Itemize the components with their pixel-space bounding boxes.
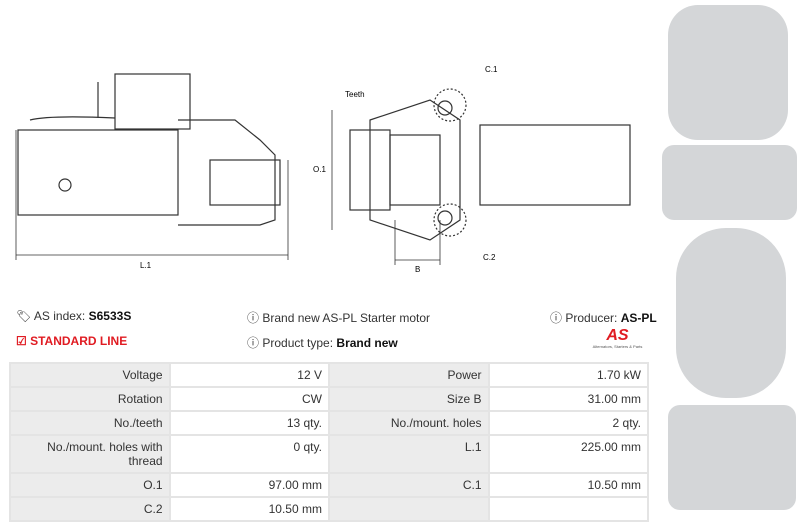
spec-value: 12 V	[168, 362, 330, 388]
l1-label: L.1	[140, 261, 152, 270]
spec-value: 10.50 mm	[168, 496, 330, 522]
spec-label: Power	[327, 362, 490, 388]
c1-label: C.1	[485, 65, 498, 74]
o1-label: O.1	[313, 165, 326, 174]
spec-value: 0 qty.	[168, 434, 330, 474]
spec-label: C.2	[9, 496, 171, 522]
b-label: B	[415, 265, 420, 274]
description: ⓘ Brand new AS-PL Starter motor	[247, 311, 430, 325]
spec-label: No./teeth	[9, 410, 171, 436]
as-index: 🏷 AS index: S6533S	[16, 309, 132, 323]
spec-label: No./mount. holes with thread	[9, 434, 171, 474]
spec-value: 2 qty.	[487, 410, 650, 436]
spec-label: Rotation	[9, 386, 171, 412]
info-icon: ⓘ	[247, 336, 260, 350]
spec-label: L.1	[327, 434, 490, 474]
spec-value: 31.00 mm	[487, 386, 650, 412]
spec-value: 10.50 mm	[487, 472, 650, 498]
spec-value: 13 qty.	[168, 410, 330, 436]
spec-label: O.1	[9, 472, 171, 498]
standard-line-badge: ☑ STANDARD LINE	[16, 334, 128, 348]
spec-label	[327, 496, 490, 522]
product-photo-side[interactable]	[662, 145, 797, 220]
product-type: ⓘ Product type: Brand new	[247, 336, 398, 350]
info-icon: ⓘ	[550, 311, 563, 325]
spec-value	[487, 496, 650, 522]
product-photo-top[interactable]	[668, 405, 796, 510]
product-photo-rear[interactable]	[676, 228, 786, 398]
spec-value: 225.00 mm	[487, 434, 650, 474]
spec-value: CW	[168, 386, 330, 412]
spec-value: 97.00 mm	[168, 472, 330, 498]
spec-value: 1.70 kW	[487, 362, 650, 388]
as-pl-logo: AS Alternators, Starters & Parts	[592, 327, 643, 350]
spec-label: Voltage	[9, 362, 171, 388]
checkbox-icon: ☑	[16, 334, 27, 348]
side-view-drawing: L.1	[15, 73, 289, 270]
spec-label: No./mount. holes	[327, 410, 490, 436]
tag-icon: 🏷	[16, 309, 32, 323]
spec-label: Size B	[327, 386, 490, 412]
c2-label: C.2	[483, 253, 496, 262]
teeth-label: Teeth	[345, 90, 365, 99]
product-photo-front[interactable]	[668, 5, 788, 140]
spec-label: C.1	[327, 472, 490, 498]
info-icon: ⓘ	[247, 311, 260, 325]
producer: ⓘ Producer: AS-PL	[550, 311, 657, 325]
front-view-drawing: Teeth O.1 B C.1 C.2	[313, 65, 631, 274]
